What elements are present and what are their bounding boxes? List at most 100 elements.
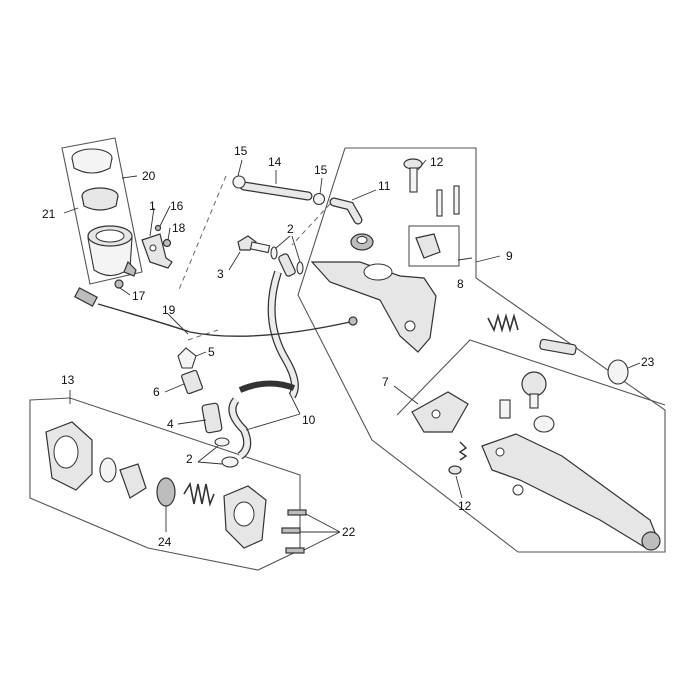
lever-assembly-parts (310, 158, 661, 551)
callout-6: 6 (153, 385, 160, 399)
hose-14 (240, 182, 312, 200)
reservoir-bracket (141, 233, 173, 269)
callout-14: 14 (268, 155, 282, 169)
washer-2-lower-a (214, 437, 230, 447)
callout-13: 13 (61, 373, 75, 387)
hose-10 (268, 271, 298, 398)
callout-22: 22 (342, 525, 356, 539)
frame-slave-cylinder (29, 397, 301, 571)
callout-labels: 20 21 1 16 18 17 19 15 14 15 11 2 3 12 8… (42, 144, 655, 549)
clip-17 (114, 279, 124, 289)
callout-18: 18 (172, 221, 186, 235)
wire-end (348, 316, 358, 326)
screw-16 (154, 224, 162, 232)
screw-22-a (287, 509, 307, 516)
lever-spring (487, 313, 519, 333)
callout-8: 8 (457, 277, 464, 291)
callout-10: 10 (302, 413, 316, 427)
callout-16: 16 (170, 199, 184, 213)
washer-2-lower-b (221, 456, 239, 468)
reservoir-diaphragm-side (81, 195, 119, 211)
callout-11: 11 (378, 179, 391, 193)
adapter-4 (201, 402, 223, 434)
callout-12-bottom: 12 (458, 499, 472, 513)
adjuster-ring (533, 415, 555, 433)
reservoir-parts (71, 148, 173, 289)
frame-lever (396, 339, 666, 416)
seal-a (99, 457, 117, 483)
bracket-screw-a (436, 189, 443, 217)
callout-19: 19 (162, 303, 176, 317)
callout-9: 9 (506, 249, 513, 263)
clamp-15-right (312, 192, 326, 206)
fitting-parts (177, 347, 239, 468)
housing-port (363, 263, 393, 281)
callout-24: 24 (158, 535, 172, 549)
piston (119, 463, 147, 499)
fitting-5 (177, 347, 197, 369)
callout-15-right: 15 (314, 163, 328, 177)
reservoir-cap-side (71, 157, 113, 174)
lever-pivot-hole (495, 447, 505, 457)
cylinder-bore (53, 435, 79, 469)
reservoir-outlet (123, 260, 137, 277)
callout-7: 7 (382, 375, 389, 389)
callout-17: 17 (132, 289, 146, 303)
group-frames (29, 137, 666, 571)
detent-spring (458, 441, 468, 461)
clutch-lever (481, 433, 659, 549)
pivot-pin (499, 399, 511, 419)
callout-21: 21 (42, 207, 56, 221)
banjo-bolt-shaft (249, 241, 271, 254)
callout-2-lower: 2 (186, 452, 193, 466)
callout-20: 20 (142, 169, 156, 183)
hose-10-link (238, 380, 296, 393)
dust-cap-23 (607, 359, 629, 385)
clamp-15-left (232, 175, 246, 189)
screw-22-c (285, 547, 305, 554)
grommet-hole (356, 236, 368, 244)
fitting-6 (181, 369, 203, 395)
hose-10-lower (229, 398, 250, 459)
frame-bracket (408, 225, 460, 267)
seal-24 (156, 477, 176, 507)
cylinder-spring (183, 481, 215, 507)
leader-lines (63, 159, 641, 551)
reservoir-opening (95, 229, 125, 243)
screw-12-shaft (409, 167, 418, 193)
adjuster-stem (529, 393, 539, 409)
callout-5: 5 (208, 345, 215, 359)
wire-connector (74, 287, 98, 307)
callout-2-upper: 2 (287, 222, 294, 236)
washer-2-upper-b (296, 261, 304, 275)
cylinder-parts (45, 421, 307, 554)
bracket-hole (149, 244, 157, 252)
bracket-8 (415, 233, 441, 259)
callout-23: 23 (641, 355, 655, 369)
frame-lever-assembly (297, 147, 666, 553)
callout-1: 1 (149, 199, 156, 213)
bracket-screw-b (453, 185, 460, 215)
callout-12-top: 12 (430, 155, 444, 169)
hose-parts (74, 175, 374, 460)
screw-12-lower (448, 465, 462, 475)
pushrod (539, 338, 577, 356)
screw-22-b (281, 527, 301, 534)
banjo-fitting (278, 253, 296, 277)
washer-2-upper-a (270, 246, 278, 260)
housing-pivot (404, 320, 416, 332)
callout-3: 3 (217, 267, 224, 281)
adjuster-knob (521, 371, 547, 397)
hose-routing-dash (177, 175, 331, 341)
circlip (512, 484, 524, 496)
callout-4: 4 (167, 417, 174, 431)
screw-18 (162, 238, 172, 248)
lever-tip (641, 531, 661, 551)
elbow-11 (330, 198, 362, 224)
callout-15-left: 15 (234, 144, 248, 158)
plate-hole (431, 409, 441, 419)
switch-wire-19 (97, 303, 351, 337)
frame-reservoir (61, 137, 143, 285)
end-cap-port (233, 501, 255, 527)
